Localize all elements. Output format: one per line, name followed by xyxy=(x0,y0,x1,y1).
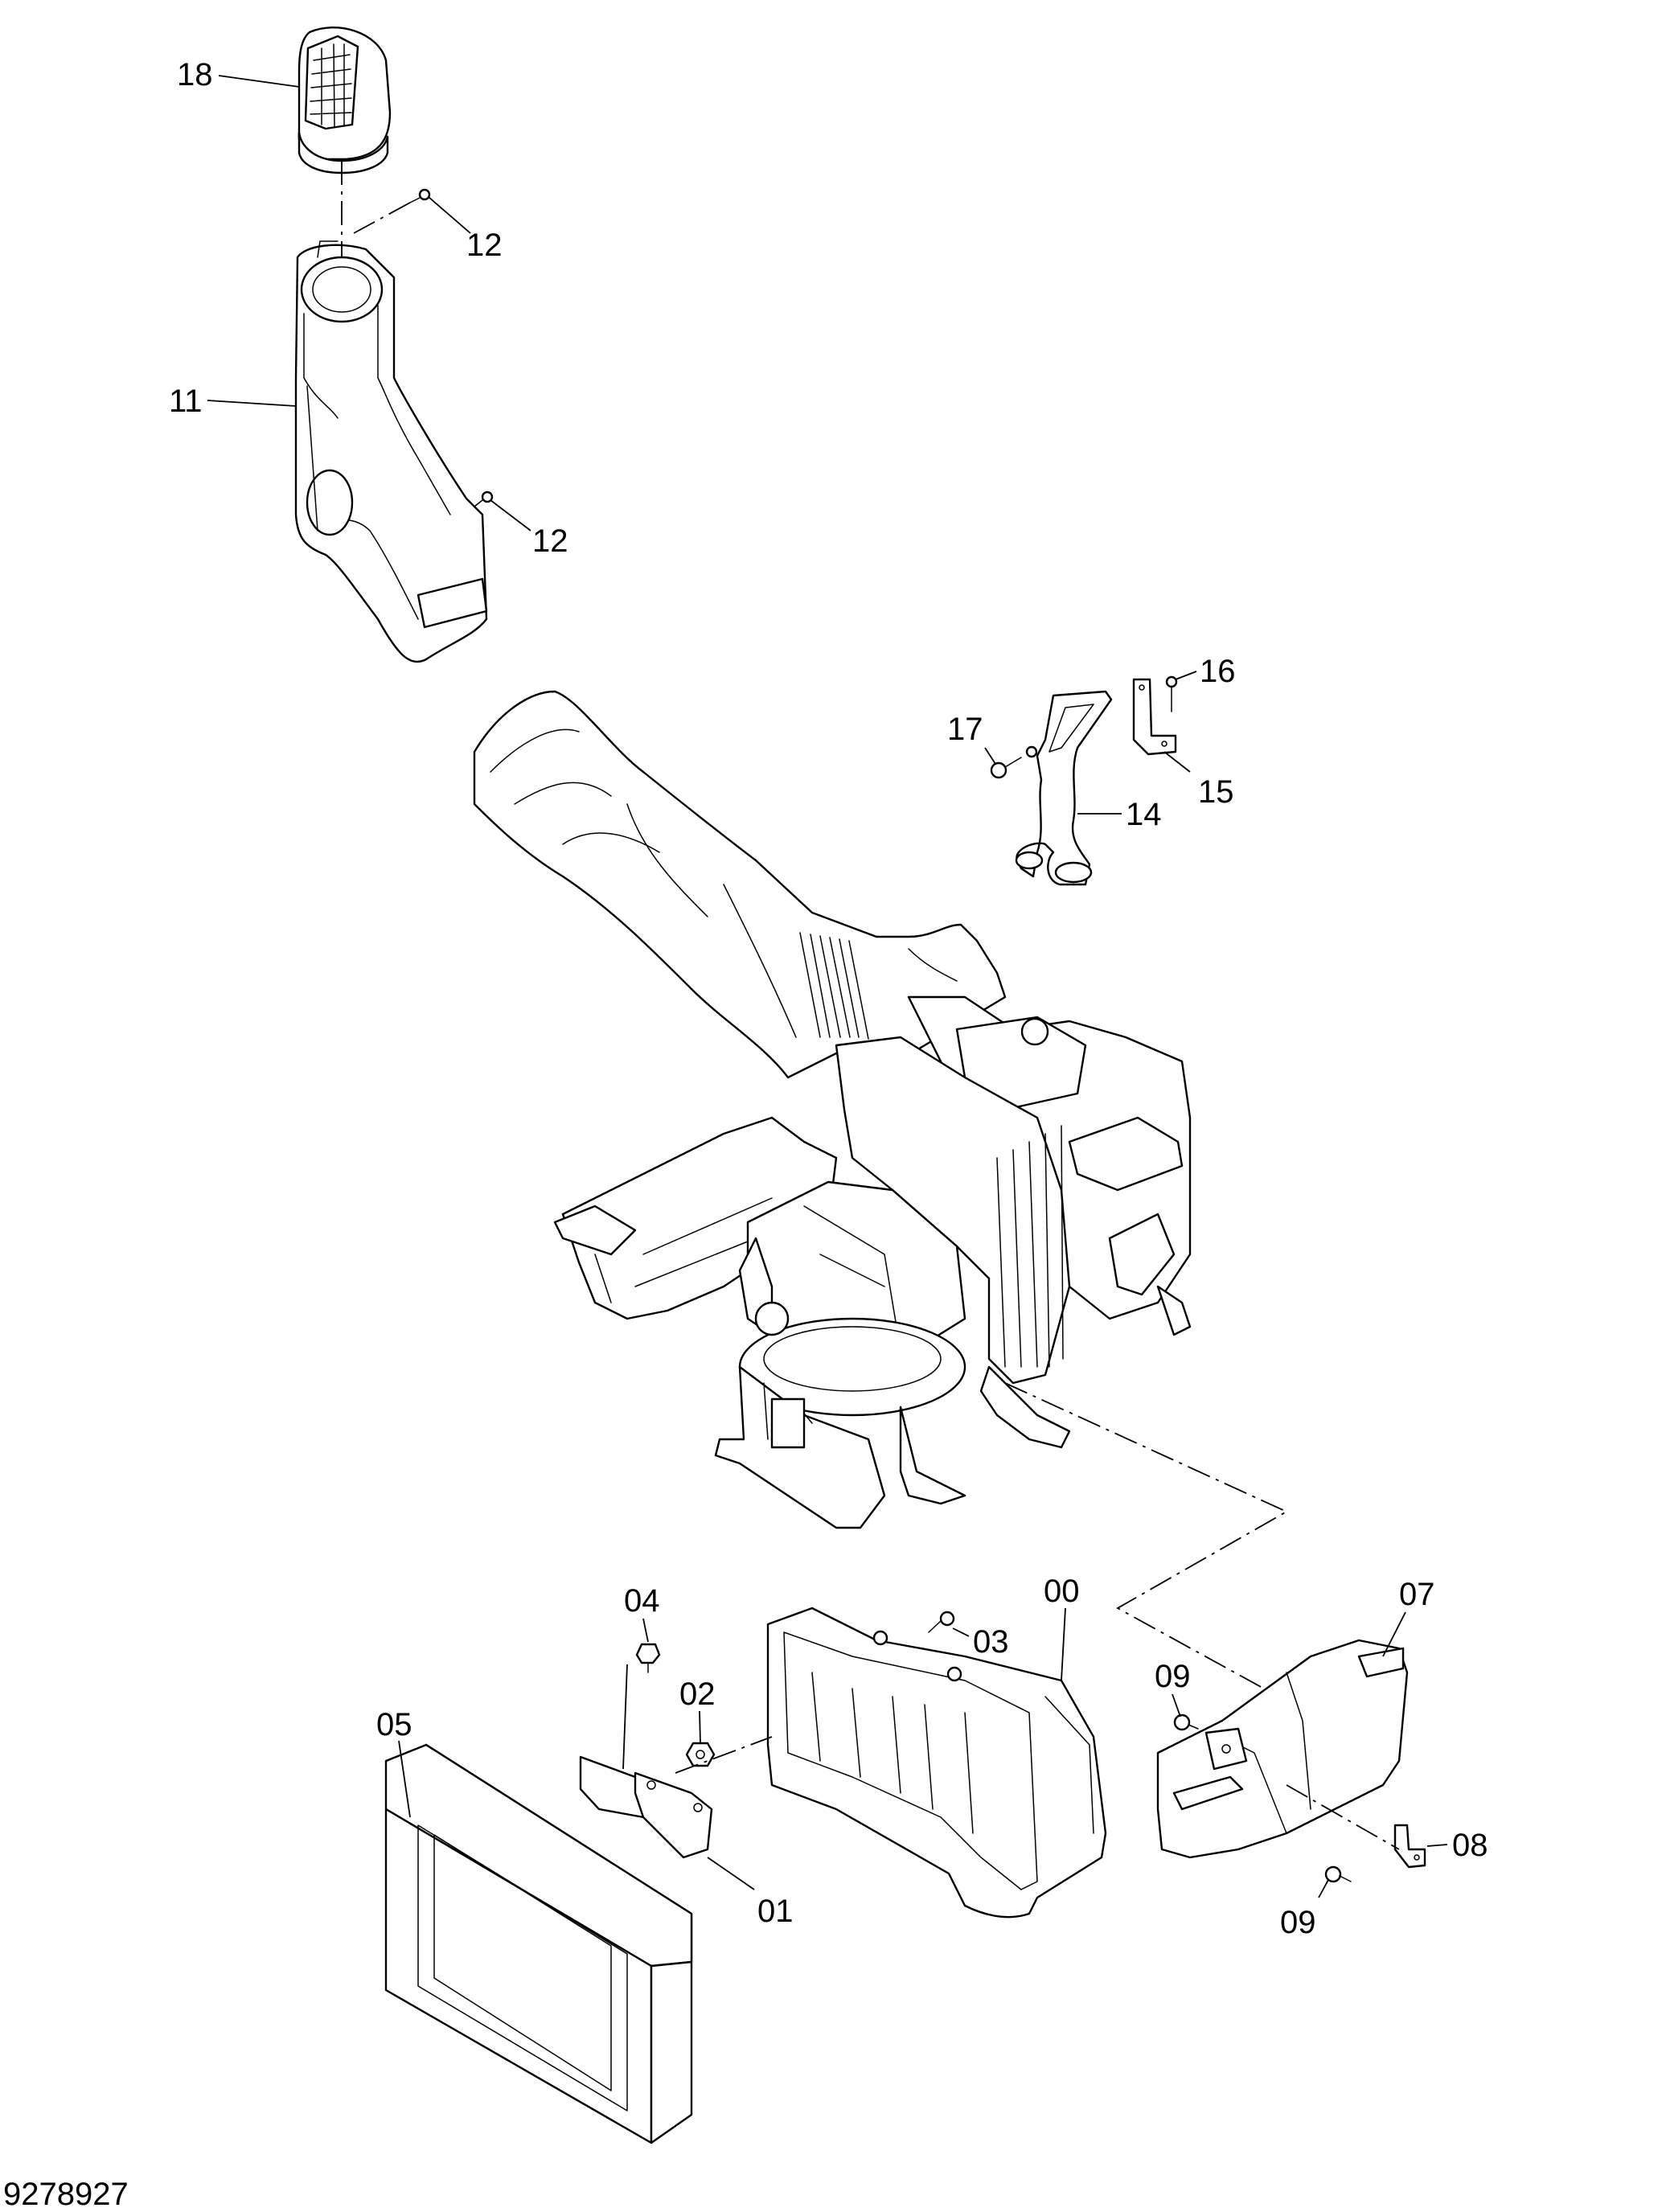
screw-part-09-upper xyxy=(1173,1713,1199,1731)
leader-lines xyxy=(207,75,1448,1898)
hvac-unit-assembly xyxy=(473,690,1192,1529)
assembly-line-07 xyxy=(1004,1382,1288,1697)
callout-14: 14 xyxy=(1126,797,1162,832)
side-cover-part-07 xyxy=(1156,1639,1409,1859)
bolt-part-17 xyxy=(990,757,1022,779)
upper-duct-part-11 xyxy=(294,240,488,663)
callout-18: 18 xyxy=(177,57,213,92)
drawing-number: 9278927 xyxy=(3,2177,129,2212)
callout-09-lower: 09 xyxy=(1280,1905,1316,1940)
callout-03: 03 xyxy=(973,1624,1009,1660)
bolt-part-03 xyxy=(928,1611,955,1633)
callout-labels: 18 12 11 12 16 17 15 14 04 00 03 07 02 0… xyxy=(169,57,1488,1940)
callout-04: 04 xyxy=(624,1583,660,1619)
callout-07: 07 xyxy=(1399,1577,1435,1612)
bolt-part-04 xyxy=(635,1643,661,1673)
callout-11: 11 xyxy=(169,384,203,419)
louver-nozzle-part-18 xyxy=(298,27,392,174)
small-duct-part-14 xyxy=(1015,690,1113,886)
callout-16: 16 xyxy=(1200,654,1236,689)
callout-01: 01 xyxy=(757,1894,794,1929)
intake-case-part-00 xyxy=(766,1607,1107,1919)
bracket-part-01 xyxy=(579,1755,713,1859)
callout-09-upper: 09 xyxy=(1155,1659,1191,1694)
screw-part-09-lower xyxy=(1324,1865,1352,1883)
callout-02: 02 xyxy=(679,1676,716,1712)
clip-part-08 xyxy=(1393,1824,1426,1869)
callout-12-upper: 12 xyxy=(466,228,503,263)
filter-frame-part-05 xyxy=(384,1743,693,2144)
screw-part-12-lower xyxy=(474,490,494,507)
assembly-line-08 xyxy=(1286,1784,1400,1850)
callout-17: 17 xyxy=(947,712,983,747)
bracket-part-15 xyxy=(1132,678,1177,756)
assembly-line-04 xyxy=(622,1664,628,1770)
callout-00: 00 xyxy=(1044,1574,1080,1609)
callout-15: 15 xyxy=(1198,774,1234,810)
bolt-part-16 xyxy=(1165,675,1178,712)
assembly-line-12 xyxy=(353,202,411,234)
assembly-line-02 xyxy=(675,1736,773,1774)
callout-08: 08 xyxy=(1452,1828,1488,1863)
callout-12-lower: 12 xyxy=(532,523,568,559)
callout-05: 05 xyxy=(376,1707,412,1742)
nut-part-02 xyxy=(685,1742,716,1767)
screw-part-12-upper xyxy=(409,188,431,203)
